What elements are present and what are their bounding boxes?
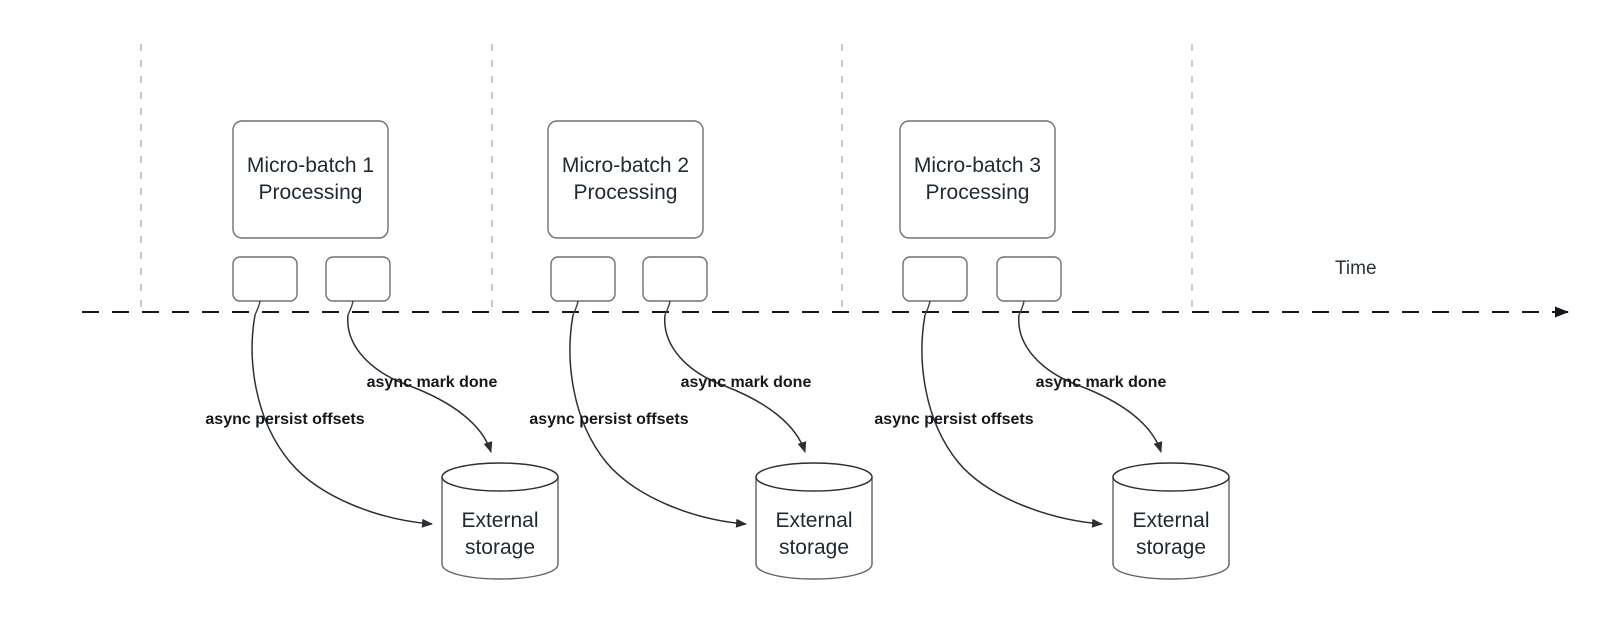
external-storage-1-line2: storage — [465, 536, 535, 559]
task-1a-stem — [254, 300, 261, 316]
process-box-2[interactable] — [547, 120, 704, 239]
mark-done-label-2: async mark done — [681, 374, 812, 391]
process-box-1-line1: Micro-batch 1 — [247, 154, 374, 177]
persist-offsets-label-1: async persist offsets — [205, 411, 364, 428]
mark-done-arrow-2 — [664, 314, 807, 453]
process-box-1-line2: Processing — [259, 181, 363, 204]
task-box-1b[interactable] — [325, 256, 391, 302]
mark-done-arrow-1 — [347, 314, 493, 453]
persist-offsets-label-2: async persist offsets — [529, 411, 688, 428]
process-box-3[interactable] — [899, 120, 1056, 239]
external-storage-3-line1: External — [1132, 509, 1209, 532]
process-box-1[interactable] — [232, 120, 389, 239]
persist-offsets-arrow-2 — [569, 314, 747, 528]
external-storage-1[interactable]: External storage — [441, 462, 559, 580]
task-box-3a[interactable] — [902, 256, 968, 302]
persist-offsets-label-3: async persist offsets — [874, 411, 1033, 428]
external-storage-1-line1: External — [461, 509, 538, 532]
process-box-3-line2: Processing — [926, 181, 1030, 204]
task-box-2b[interactable] — [642, 256, 708, 302]
external-storage-3-line2: storage — [1136, 536, 1206, 559]
mark-done-label-1: async mark done — [367, 374, 498, 391]
external-storage-2[interactable]: External storage — [755, 462, 873, 580]
persist-offsets-arrow-3 — [921, 314, 1103, 528]
mark-done-arrow-3 — [1018, 314, 1163, 453]
micro-batch-group-1: Micro-batch 1 Processing async persist o… — [205, 120, 559, 580]
external-storage-2-line1: External — [775, 509, 852, 532]
external-storage-3[interactable]: External storage — [1112, 462, 1230, 580]
micro-batch-group-3: Micro-batch 3 Processing async persist o… — [874, 120, 1230, 580]
task-2a-stem — [572, 300, 579, 316]
task-1b-stem — [347, 300, 354, 316]
task-box-2a[interactable] — [550, 256, 616, 302]
mark-done-label-3: async mark done — [1036, 374, 1167, 391]
persist-offsets-arrow-1 — [251, 314, 433, 528]
task-box-1a[interactable] — [232, 256, 298, 302]
micro-batch-group-2: Micro-batch 2 Processing async persist o… — [529, 120, 873, 580]
task-box-3b[interactable] — [996, 256, 1062, 302]
task-3b-stem — [1018, 300, 1025, 316]
external-storage-2-line2: storage — [779, 536, 849, 559]
task-3a-stem — [924, 300, 931, 316]
process-box-3-line1: Micro-batch 3 — [914, 154, 1041, 177]
task-2b-stem — [664, 300, 671, 316]
time-axis-label: Time — [1335, 258, 1377, 279]
process-box-2-line2: Processing — [574, 181, 678, 204]
process-box-2-line1: Micro-batch 2 — [562, 154, 689, 177]
